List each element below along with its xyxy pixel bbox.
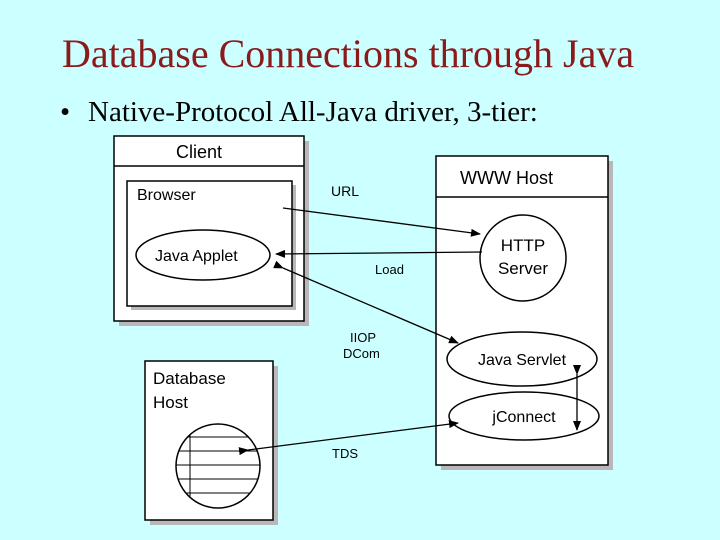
bullet-symbol: • [60,96,71,128]
http-server-label-line2: Server [498,259,548,278]
jconnect-node: jConnect [448,391,600,441]
iiop-label: IIOP [350,330,376,345]
http-server-node: HTTP Server [479,214,567,302]
bullet-item: • Native-Protocol All-Java driver, 3-tier… [60,96,538,129]
browser-box: Browser [126,180,296,310]
database-host-label-line2: Host [153,393,188,412]
dcom-label: DCom [343,346,380,361]
tds-label: TDS [332,446,358,461]
www-host-label: WWW Host [460,168,553,188]
java-applet-node: Java Applet [135,229,271,281]
browser-label: Browser [137,187,196,204]
java-servlet-node: Java Servlet [446,331,598,387]
java-applet-label: Java Applet [155,248,238,265]
tds-arrow [238,420,459,456]
database-host-label-line1: Database [153,369,226,388]
client-label: Client [176,142,222,162]
bullet-text: Native-Protocol All-Java driver, 3-tier: [88,96,538,128]
load-label: Load [375,262,404,277]
iiop-dcom-arrow [273,260,459,344]
load-arrow [275,249,483,258]
http-server-label-line1: HTTP [501,236,545,255]
url-label: URL [331,183,359,199]
url-arrow [282,207,481,237]
jconnect-label: jConnect [491,409,556,426]
java-servlet-label: Java Servlet [478,352,567,369]
slide-title: Database Connections through Java [62,31,635,76]
